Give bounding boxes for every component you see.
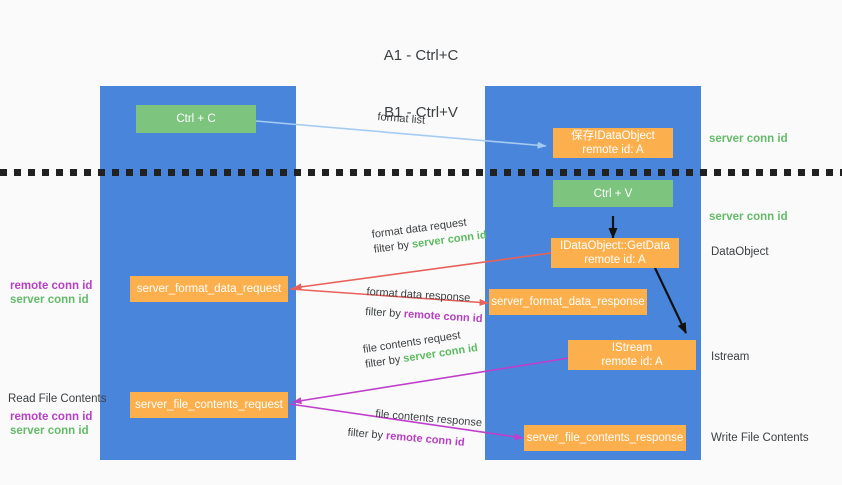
annotation-server-conn-id-second: server conn id bbox=[709, 211, 788, 223]
annotation-remote-conn-id-mid: remote conn id bbox=[10, 280, 93, 292]
edge-label-format-data-request: format data request filter by server con… bbox=[371, 213, 488, 258]
edge-label-file-contents-request: file contents request filter by server c… bbox=[362, 326, 479, 372]
page-title: A1 - Ctrl+C B1 - Ctrl+V bbox=[0, 8, 842, 160]
annotation-read-file-contents: Read File Contents bbox=[8, 393, 107, 405]
filter-prefix: filter by bbox=[373, 238, 413, 256]
node-save-idataobject[interactable]: 保存IDataObject remote id: A bbox=[553, 128, 673, 158]
annotation-istream: Istream bbox=[711, 351, 750, 363]
edge-label-format-data-response-filter: filter by remote conn id bbox=[365, 305, 483, 327]
edge-label-format-data-response-text: format data response bbox=[366, 285, 471, 305]
filter-prefix: filter by bbox=[364, 305, 405, 321]
node-idataobject-getdata[interactable]: IDataObject::GetData remote id: A bbox=[551, 238, 679, 268]
node-server-file-contents-response[interactable]: server_file_contents_response bbox=[524, 425, 686, 451]
annotation-server-conn-id-mid: server conn id bbox=[10, 294, 89, 306]
node-server-format-data-request[interactable]: server_format_data_request bbox=[130, 276, 288, 302]
node-server-format-data-response[interactable]: server_format_data_response bbox=[489, 289, 647, 315]
filter-value-remote-conn-id: remote conn id bbox=[403, 308, 483, 326]
annotation-write-file-contents: Write File Contents bbox=[711, 432, 809, 444]
edge-label-file-contents-response-filter: filter by remote conn id bbox=[347, 426, 481, 453]
filter-prefix: filter by bbox=[347, 426, 387, 442]
annotation-server-conn-id-bottom: server conn id bbox=[10, 425, 89, 437]
node-server-file-contents-request[interactable]: server_file_contents_request bbox=[130, 392, 288, 418]
annotation-remote-conn-id-bottom: remote conn id bbox=[10, 411, 93, 423]
annotation-server-conn-id-top: server conn id bbox=[709, 133, 788, 145]
edge-label-format-data-response: format data response filter by remote co… bbox=[365, 285, 484, 327]
node-ctrl-c[interactable]: Ctrl + C bbox=[136, 105, 256, 133]
filter-value-remote-conn-id: remote conn id bbox=[385, 430, 466, 449]
annotation-dataobject: DataObject bbox=[711, 246, 769, 258]
edge-label-file-contents-response-text: file contents response bbox=[374, 407, 483, 430]
node-ctrl-v[interactable]: Ctrl + V bbox=[553, 180, 673, 207]
title-line-2: B1 - Ctrl+V bbox=[384, 104, 458, 121]
title-line-1: A1 - Ctrl+C bbox=[383, 47, 459, 64]
edge-label-file-contents-response: file contents response filter by remote … bbox=[347, 407, 483, 452]
node-istream[interactable]: IStream remote id: A bbox=[568, 340, 696, 370]
